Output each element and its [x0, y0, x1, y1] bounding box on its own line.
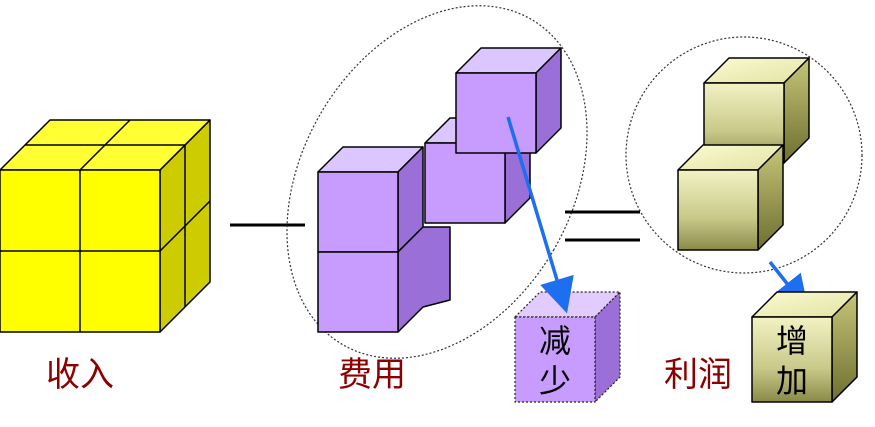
income-label: 收入 [46, 355, 114, 395]
profit-label: 利润 [664, 355, 732, 395]
increase-label-line1: 增 [776, 322, 808, 360]
profit-cube-block [677, 57, 810, 251]
decrease-label-line1: 减 [539, 322, 571, 360]
expense-cube-block [317, 47, 562, 333]
expense-label: 费用 [338, 355, 406, 395]
decrease-label-line2: 少 [539, 362, 571, 400]
profit-dotted-circle [625, 36, 863, 274]
increase-label-line2: 加 [776, 362, 808, 400]
equals-sign [565, 210, 640, 242]
decrease-arrow [506, 116, 574, 314]
increase-cube [751, 291, 858, 403]
expense-dotted-ellipse [286, 5, 588, 359]
income-cube-block [0, 119, 211, 333]
